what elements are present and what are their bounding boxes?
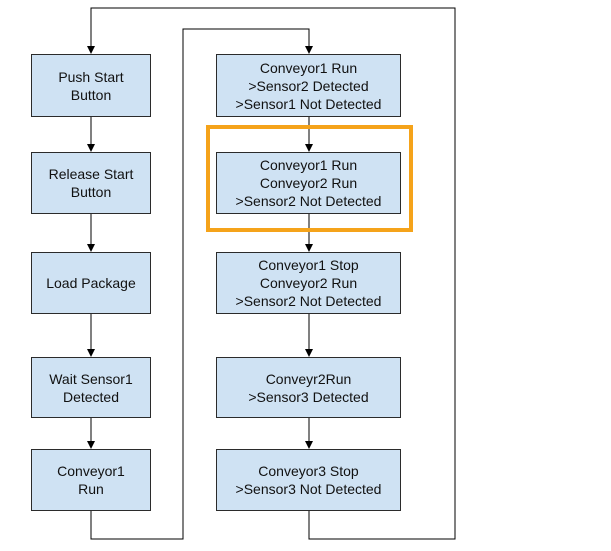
- step-conveyor2-run-sensor3-detected: Conveyr2Run >Sensor3 Detected: [216, 357, 401, 418]
- step-conveyor3-stop: Conveyor3 Stop >Sensor3 Not Detected: [216, 449, 401, 511]
- step-conveyor1-run-sensor2-detected: Conveyor1 Run >Sensor2 Detected >Sensor1…: [216, 54, 401, 117]
- step-push-start-button: Push Start Button: [31, 54, 151, 117]
- step-release-start-button: Release Start Button: [31, 152, 151, 214]
- edge-conveyor1-to-right-column: [90, 28, 313, 540]
- step-conveyor1-run: Conveyor1 Run: [31, 449, 151, 511]
- edge-loop-back-to-start: [87, 7, 456, 540]
- step-conveyor1-stop-conveyor2-run: Conveyor1 Stop Conveyor2 Run >Sensor2 No…: [216, 252, 401, 314]
- step-conveyor1-conveyor2-run: Conveyor1 Run Conveyor2 Run >Sensor2 Not…: [216, 152, 401, 214]
- step-load-package: Load Package: [31, 252, 151, 314]
- step-wait-sensor1-detected: Wait Sensor1 Detected: [31, 357, 151, 418]
- highlight-frame: [206, 125, 413, 232]
